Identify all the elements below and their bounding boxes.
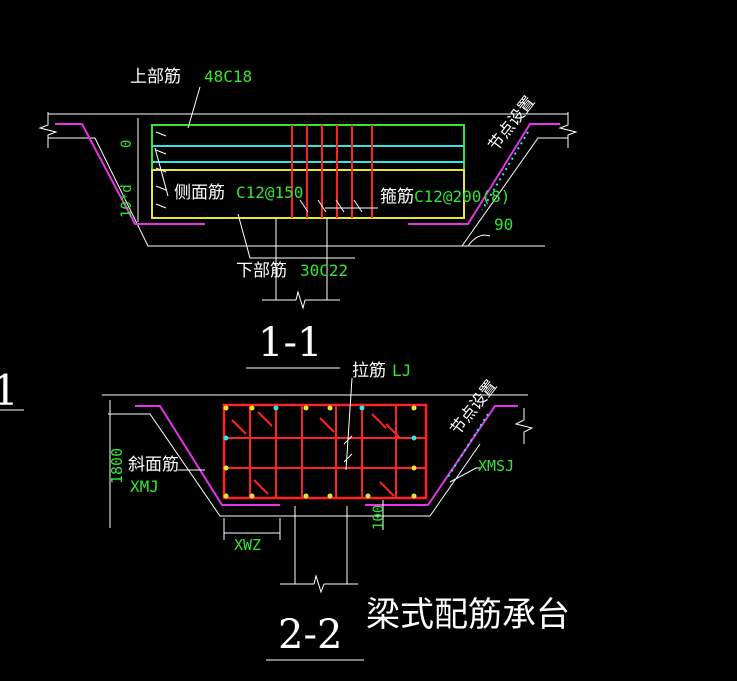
rebar-dot-yellow — [223, 493, 229, 499]
section-title-2: 2-2 — [278, 612, 342, 658]
cage-hook — [257, 411, 273, 427]
section-title-1: 1-1 — [258, 320, 322, 366]
cage-hook — [371, 413, 387, 429]
cage-hook — [231, 419, 247, 435]
rebar-dot-yellow — [327, 493, 333, 499]
slope-bar-right-1 — [408, 123, 560, 225]
leader-tie-bar — [345, 377, 353, 471]
rebar-dot-yellow — [249, 493, 255, 499]
stirrup-value: C12@200(8) — [414, 187, 510, 206]
cage-outline-2 — [222, 403, 428, 500]
tick-mark — [343, 453, 353, 463]
tick-mark — [353, 199, 363, 213]
rebar-dot-cyan — [223, 435, 229, 441]
break-mark-right-2 — [514, 408, 534, 444]
xmsj-label: XMSJ — [478, 457, 514, 475]
pit-outline-1 — [48, 137, 545, 247]
rebar-dot-yellow — [223, 465, 229, 471]
pit-outline-right-1 — [461, 137, 568, 247]
cage-grid-2 — [223, 405, 426, 499]
section-2-2: 1800 100 XWZ XMSJ 拉筋 LJ 斜面筋 XMJ 节点设置 2-2… — [102, 361, 570, 661]
cage-hook — [253, 479, 269, 495]
rebar-dot-yellow — [365, 493, 371, 499]
break-mark-right-1 — [558, 112, 578, 148]
cage-hook — [385, 423, 401, 439]
rebar-dot-yellow — [327, 405, 333, 411]
angle-value-1: 90 — [494, 215, 513, 234]
tie-bar-label: 拉筋 — [352, 361, 386, 381]
angle-arc-1 — [467, 234, 491, 247]
slope-dotted-2 — [445, 413, 489, 481]
tick-mark — [317, 199, 327, 213]
dim-top-1: 0 — [119, 140, 135, 148]
pile-break-2 — [313, 574, 325, 594]
tick-mark — [155, 131, 167, 137]
rebar-dot-yellow — [303, 493, 309, 499]
tick-mark — [155, 203, 167, 209]
bottom-bar-label: 下部筋 — [236, 261, 287, 281]
tie-bar-value: LJ — [392, 361, 411, 380]
rebar-dot-yellow — [411, 405, 417, 411]
top-bar-label: 上部筋 — [130, 67, 181, 87]
cage-hook — [319, 417, 335, 433]
rebar-dot-cyan — [411, 435, 417, 441]
leader-side-bar — [154, 147, 169, 197]
top-bar-value: 48C18 — [204, 67, 252, 86]
tick-mark — [155, 185, 167, 191]
section-1-1: 0 10*d 上部筋 48C18 侧面筋 C12@150 箍筋 C12@200(… — [38, 67, 578, 369]
rebar-dot-cyan — [273, 405, 279, 411]
tick-mark — [155, 149, 167, 155]
rebar-dot-yellow — [303, 405, 309, 411]
tick-mark — [335, 199, 345, 213]
side-bar-label: 侧面筋 — [174, 183, 225, 203]
rebar-dot-yellow — [411, 465, 417, 471]
rebar-dot-cyan — [359, 405, 365, 411]
rebar-dot-yellow — [223, 405, 229, 411]
diag-bar-label: 斜面筋 — [128, 455, 179, 475]
rebar-dot-yellow — [411, 493, 417, 499]
drawing-caption: 梁式配筋承台 — [366, 595, 570, 635]
leader-top-bar — [187, 86, 201, 129]
diag-bar-value: XMJ — [130, 477, 159, 496]
pile-1 — [262, 218, 340, 301]
rebar-dot-yellow — [249, 405, 255, 411]
node-setting-2: 节点设置 — [446, 376, 500, 438]
dim-height-2: 1800 — [108, 448, 126, 484]
bottom-bar-value: 30C22 — [300, 261, 348, 280]
dim-bottom-2: 100 — [371, 505, 387, 530]
stirrup-label: 箍筋 — [380, 187, 414, 207]
side-bar-value: C12@150 — [236, 183, 303, 202]
slope-bar-left-1 — [55, 123, 205, 225]
cage-hook — [379, 481, 395, 497]
slope-bar-left-2 — [135, 405, 280, 506]
xmsj-leader — [449, 467, 480, 483]
stirrups-1 — [155, 125, 373, 218]
leader-bottom-bar — [237, 213, 355, 259]
dim-side-1: 10*d — [119, 184, 135, 218]
pile-break-1 — [295, 290, 306, 310]
xwz-label: XWZ — [234, 536, 261, 554]
pit-outline-2 — [108, 413, 481, 517]
break-mark-left-1 — [38, 112, 58, 148]
left-section-fragment: 1 — [0, 366, 19, 415]
pile-2 — [280, 506, 358, 585]
tick-mark — [299, 199, 309, 213]
